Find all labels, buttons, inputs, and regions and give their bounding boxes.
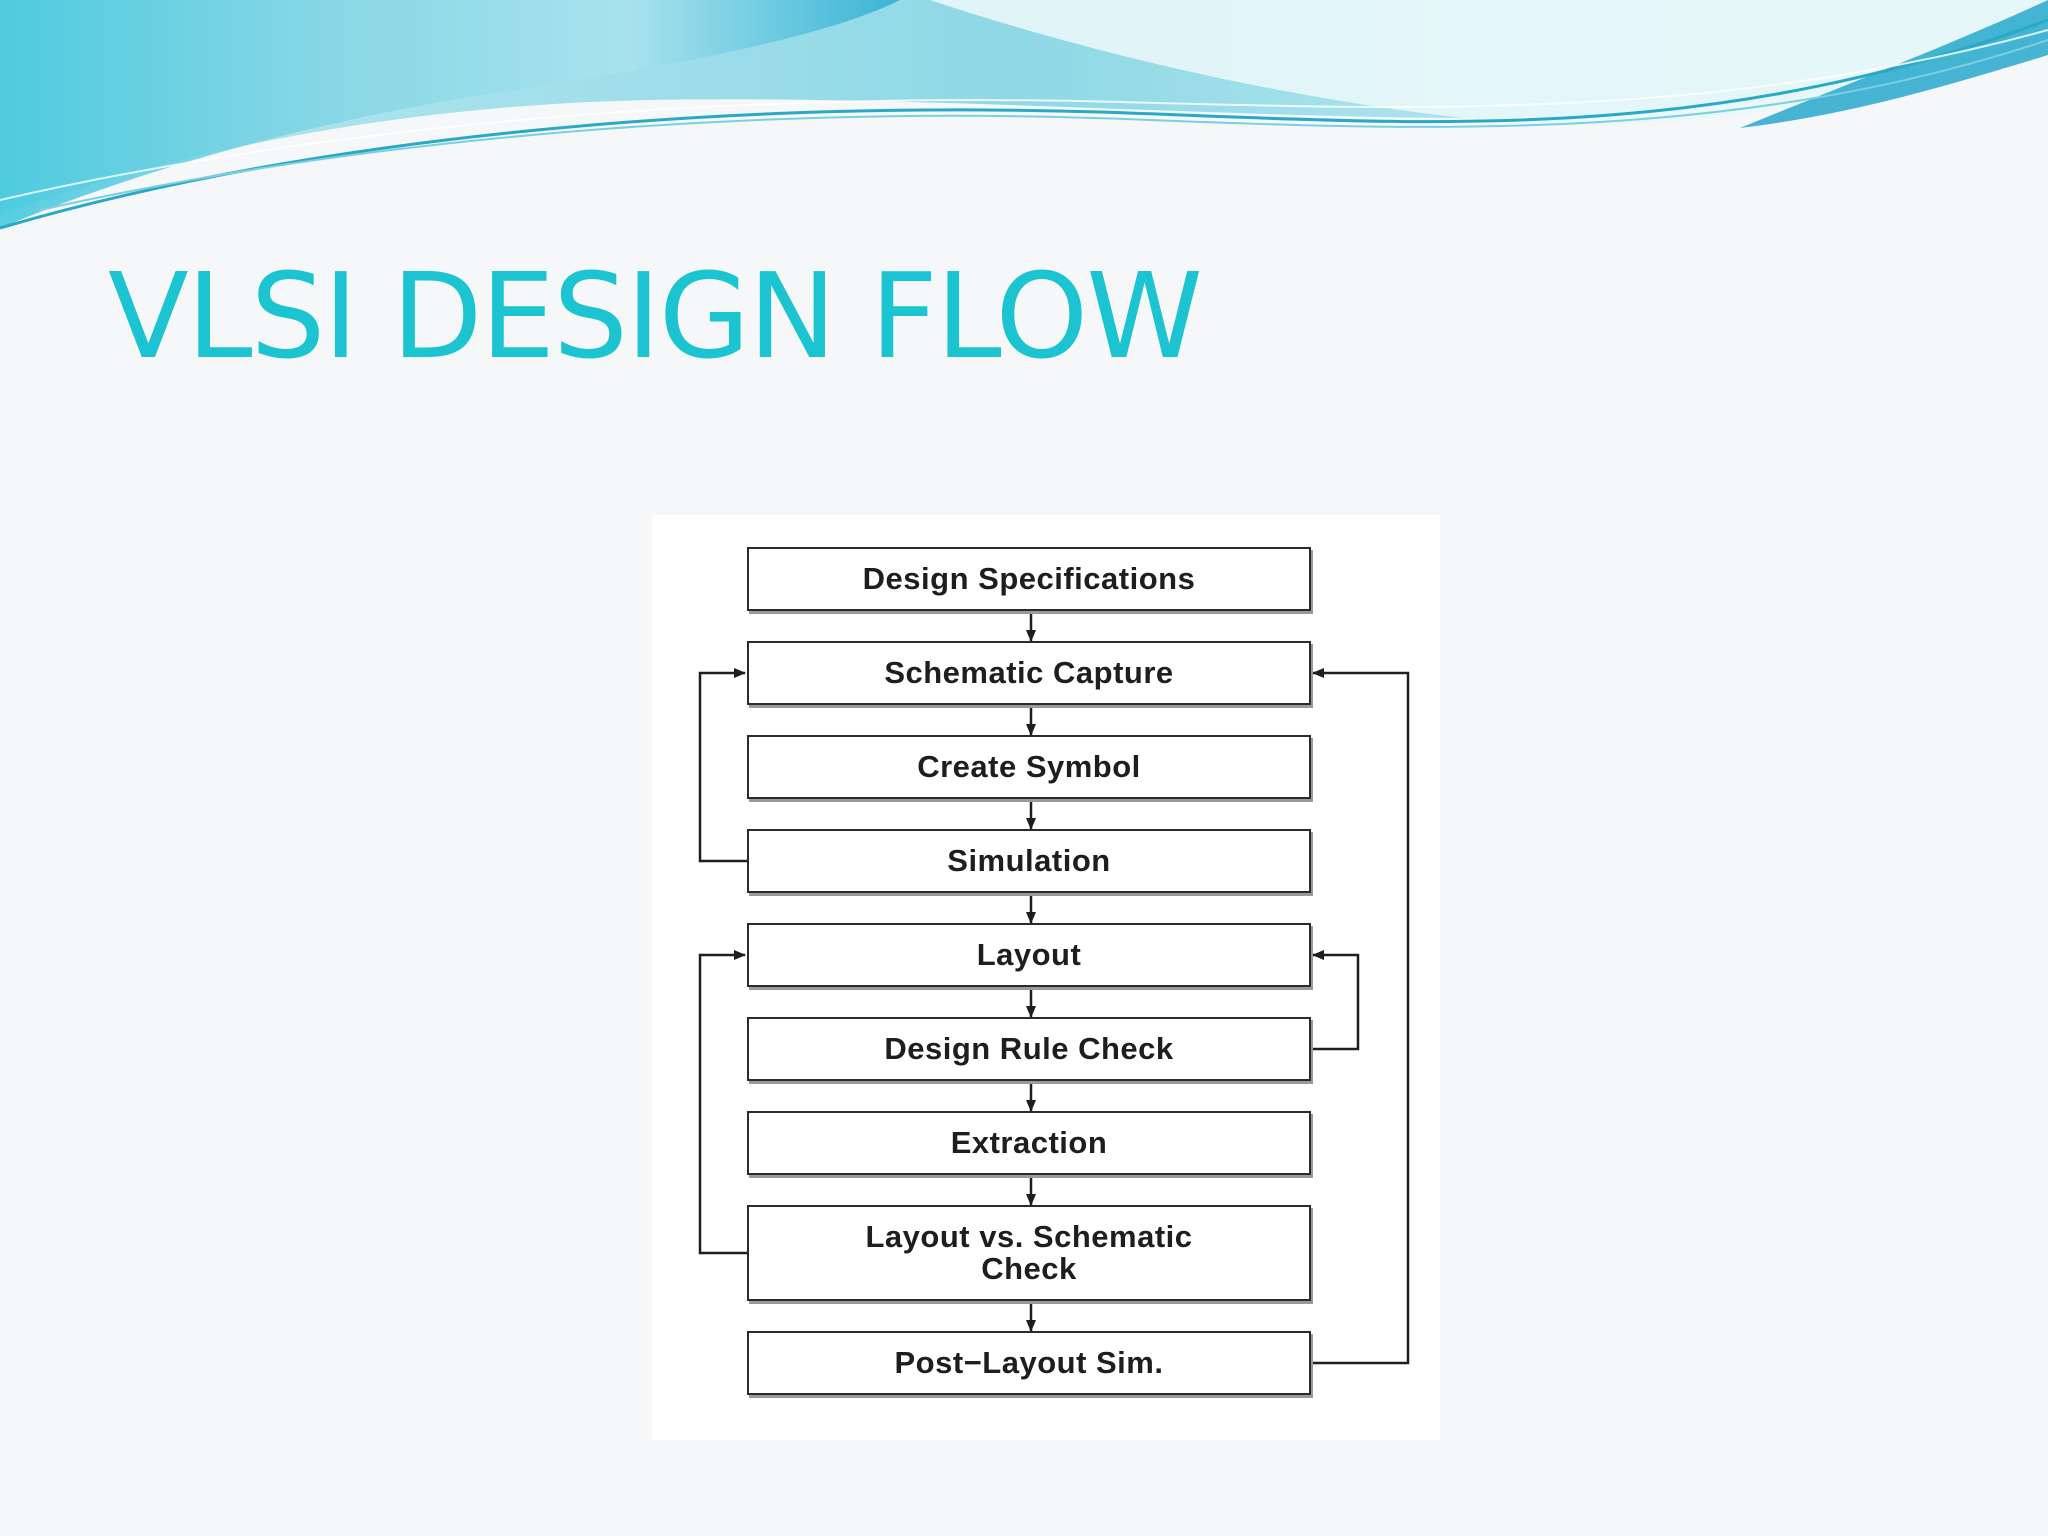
wave-header-decoration [0, 0, 2048, 230]
step-schematic-capture: Schematic Capture [747, 641, 1311, 705]
lvs-line-2: Check [981, 1251, 1077, 1286]
step-layout-vs-schematic-check: Layout vs. Schematic Check [747, 1205, 1311, 1301]
step-extraction: Extraction [747, 1111, 1311, 1175]
slide-title: VLSI DESIGN FLOW [108, 247, 1203, 385]
step-create-symbol: Create Symbol [747, 735, 1311, 799]
step-simulation: Simulation [747, 829, 1311, 893]
step-design-rule-check: Design Rule Check [747, 1017, 1311, 1081]
step-post-layout-sim: Post−Layout Sim. [747, 1331, 1311, 1395]
lvs-line-1: Layout vs. Schematic [865, 1219, 1193, 1254]
step-design-specifications: Design Specifications [747, 547, 1311, 611]
step-layout: Layout [747, 923, 1311, 987]
